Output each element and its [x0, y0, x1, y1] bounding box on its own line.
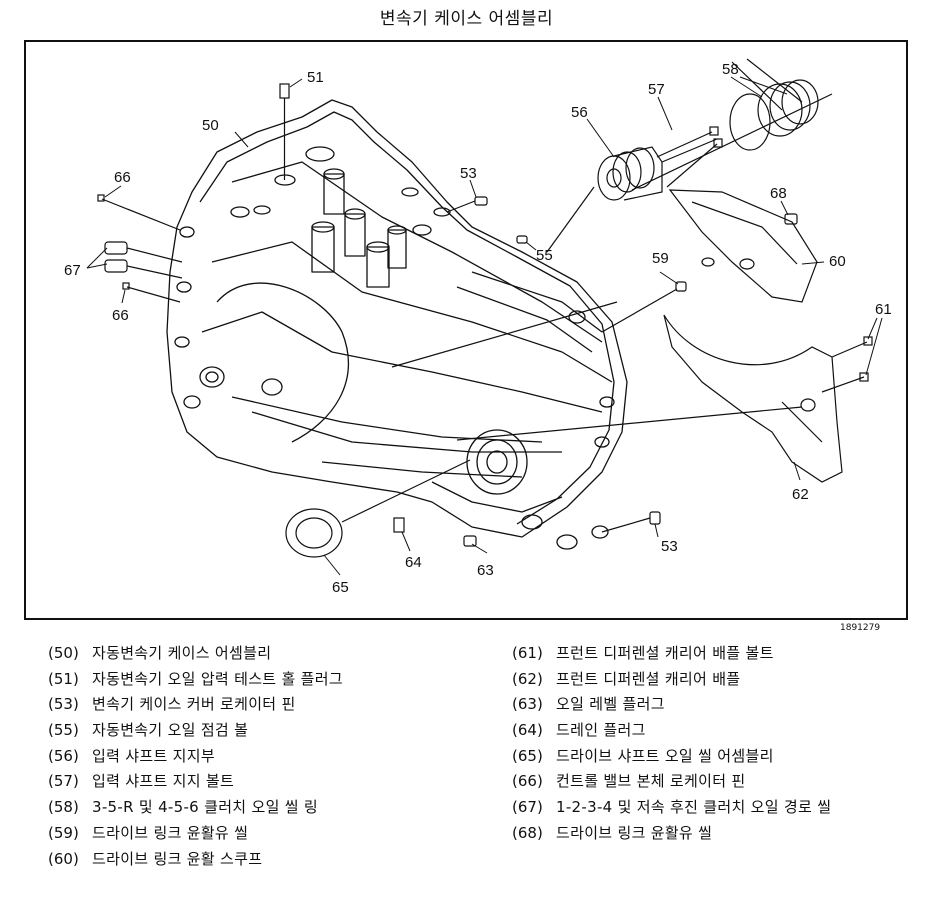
legend-text: 1-2-3-4 및 저속 후진 클러치 오일 경로 씰	[556, 798, 832, 817]
callout-50: 50	[202, 117, 219, 134]
legend-code: (61)	[512, 644, 543, 662]
case-flange-line	[199, 111, 615, 525]
legend-code: (51)	[48, 669, 79, 688]
callout-66-bottom: 66	[112, 307, 129, 324]
legend-row: (57) 입력 샤프트 지지 볼트	[48, 769, 343, 795]
legend-row: (58) 3-5-R 및 4-5-6 클러치 오일 씰 링	[48, 795, 343, 821]
callout-55: 55	[536, 247, 553, 264]
legend-code: (55)	[48, 721, 79, 740]
legend-row: (65) 드라이브 샤프트 오일 씰 어셈블리	[512, 744, 831, 770]
legend-row: (61) 프런트 디퍼렌셜 캐리어 배플 볼트	[512, 641, 831, 667]
legend-text: 드라이브 링크 윤활유 씰	[92, 823, 249, 842]
figure-id: 1891279	[840, 623, 881, 633]
callout-62: 62	[792, 486, 809, 503]
legend-code: (58)	[48, 798, 79, 817]
callout-60: 60	[829, 253, 846, 270]
legend-text: 자동변속기 오일 점검 볼	[92, 721, 249, 740]
legend-text: 드레인 플러그	[556, 721, 646, 740]
case-housing-outline	[166, 99, 628, 538]
page-title: 변속기 케이스 어셈블리	[379, 9, 554, 29]
legend-code: (60)	[48, 849, 79, 868]
legend-text: 자동변속기 오일 압력 테스트 홀 플러그	[92, 669, 343, 688]
legend-text: 변속기 케이스 커버 로케이터 핀	[92, 695, 296, 714]
legend-text: 드라이브 링크 윤활유 씰	[556, 823, 713, 842]
legend-text: 드라이브 링크 윤활 스쿠프	[92, 849, 263, 868]
legend-row: (56) 입력 샤프트 지지부	[48, 744, 343, 770]
legend-row: (60) 드라이브 링크 윤활 스쿠프	[48, 847, 343, 873]
legend-row: (59) 드라이브 링크 윤활유 씰	[48, 821, 343, 847]
plug-51	[279, 83, 290, 99]
callout-65: 65	[332, 579, 349, 596]
legend-code: (63)	[512, 695, 543, 714]
transmission-case-exploded-view: 50 51 53 53 55 56 57 58 59 60 61 62 63 6…	[64, 58, 892, 596]
legend-text: 드라이브 샤프트 오일 씰 어셈블리	[556, 746, 774, 765]
legend-row: (51) 자동변속기 오일 압력 테스트 홀 플러그	[48, 667, 343, 693]
callout-66-top: 66	[114, 169, 131, 186]
legend-row: (66) 컨트롤 밸브 본체 로케이터 핀	[512, 769, 831, 795]
callout-68: 68	[770, 185, 787, 202]
legend-row: (64) 드레인 플러그	[512, 718, 831, 744]
legend-code: (56)	[48, 746, 79, 765]
callout-56: 56	[571, 104, 588, 121]
callout-63: 63	[477, 562, 494, 579]
callout-57: 57	[648, 81, 665, 98]
legend-code: (62)	[512, 669, 543, 688]
legend-text: 프런트 디퍼렌셜 캐리어 배플	[556, 669, 741, 688]
legend-row: (63) 오일 레벨 플러그	[512, 692, 831, 718]
legend-text: 입력 샤프트 지지부	[92, 746, 215, 765]
callout-67: 67	[64, 262, 81, 279]
callout-61: 61	[875, 301, 892, 318]
legend-row: (68) 드라이브 링크 윤활유 씰	[512, 821, 831, 847]
legend-row: (53) 변속기 케이스 커버 로케이터 핀	[48, 692, 343, 718]
legend-code: (53)	[48, 695, 79, 714]
legend-left-column: (50) 자동변속기 케이스 어셈블리 (51) 자동변속기 오일 압력 테스트 홀…	[48, 641, 343, 872]
legend-text: 입력 샤프트 지지 볼트	[92, 772, 235, 791]
legend-text: 자동변속기 케이스 어셈블리	[92, 644, 272, 662]
legend-row: (55) 자동변속기 오일 점검 볼	[48, 718, 343, 744]
legend-row: (62) 프런트 디퍼렌셜 캐리어 배플	[512, 667, 831, 693]
legend-code: (64)	[512, 721, 543, 740]
callout-53-top: 53	[460, 165, 477, 182]
callout-58: 58	[722, 61, 739, 78]
scoop-60	[668, 189, 818, 303]
legend-text: 오일 레벨 플러그	[556, 695, 665, 714]
legend-code: (65)	[512, 746, 543, 765]
callout-64: 64	[405, 554, 422, 571]
legend-right-column: (61) 프런트 디퍼렌셜 캐리어 배플 볼트 (62) 프런트 디퍼렌셜 캐리어 …	[512, 641, 831, 847]
callout-51: 51	[307, 69, 324, 86]
legend-text: 3-5-R 및 4-5-6 클러치 오일 씰 링	[92, 798, 318, 817]
legend-code: (67)	[512, 798, 543, 817]
callout-59: 59	[652, 250, 669, 267]
legend-row: (50) 자동변속기 케이스 어셈블리	[48, 641, 343, 667]
legend-row: (67) 1-2-3-4 및 저속 후진 클러치 오일 경로 씰	[512, 795, 831, 821]
legend-text: 컨트롤 밸브 본체 로케이터 핀	[556, 772, 746, 791]
legend-code: (68)	[512, 823, 543, 842]
legend-code: (59)	[48, 823, 79, 842]
legend-text: 프런트 디퍼렌셜 캐리어 배플 볼트	[556, 644, 774, 662]
exploded-diagram-frame: 50 51 53 53 55 56 57 58 59 60 61 62 63 6…	[24, 40, 908, 620]
legend-code: (50)	[48, 644, 79, 662]
baffle-62	[663, 314, 843, 483]
legend-code: (57)	[48, 772, 79, 791]
legend-code: (66)	[512, 772, 543, 791]
callout-53-bottom: 53	[661, 538, 678, 555]
